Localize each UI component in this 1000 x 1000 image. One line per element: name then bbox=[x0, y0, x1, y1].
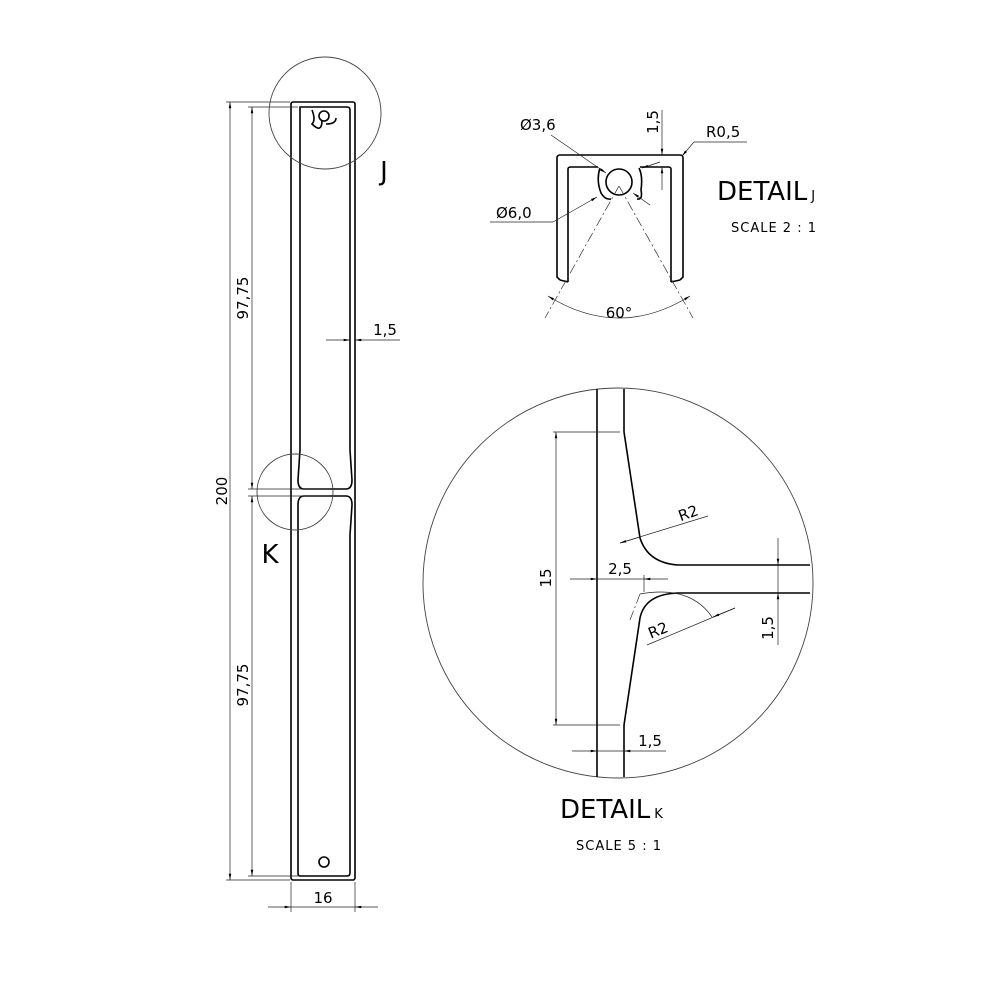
top-hole bbox=[318, 110, 330, 122]
detail-k-boundary bbox=[422, 387, 814, 779]
detail-j-scale: SCALE 2 : 1 bbox=[731, 221, 817, 236]
dim-angle: 60° bbox=[606, 304, 633, 322]
main-view: 200 97,75 97,75 16 1,5 J K bbox=[213, 56, 400, 912]
dim-gap: 2,5 bbox=[608, 560, 632, 578]
detail-j-outer-arc bbox=[597, 167, 643, 200]
detail-j-outer-profile bbox=[556, 154, 684, 281]
detail-k-scale: SCALE 5 : 1 bbox=[576, 839, 662, 854]
dim-dia-inner: Ø3,6 bbox=[520, 116, 556, 134]
top-slot bbox=[310, 109, 337, 129]
dim-half-length-bottom: 97,75 bbox=[234, 664, 252, 707]
dim-wall-k: 1,5 bbox=[638, 732, 662, 750]
detail-j-circle bbox=[268, 56, 382, 170]
dim-radius-top: R2 bbox=[676, 501, 701, 525]
dim-wall: 1,5 bbox=[373, 321, 397, 339]
upper-cavity bbox=[297, 106, 353, 490]
dim-web: 1,5 bbox=[759, 616, 777, 640]
upper-fillet-profile bbox=[623, 431, 810, 566]
dim-thickness: 1,5 bbox=[644, 110, 662, 134]
dim-height: 15 bbox=[537, 568, 555, 587]
dim-half-length-top: 97,75 bbox=[234, 277, 252, 320]
bottom-hole bbox=[318, 856, 330, 868]
dim-overall-length: 200 bbox=[213, 477, 231, 506]
detail-j-label: J bbox=[378, 157, 388, 187]
lower-fillet-profile bbox=[623, 592, 810, 726]
detail-k-label: K bbox=[261, 540, 279, 570]
dim-radius-bottom: R2 bbox=[645, 618, 670, 642]
dim-width: 16 bbox=[313, 889, 332, 907]
dim-radius: R0,5 bbox=[706, 123, 740, 141]
dim-dia-outer: Ø6,0 bbox=[496, 204, 532, 222]
part-outline bbox=[290, 101, 356, 881]
detail-k-circle bbox=[256, 453, 334, 531]
detail-j-inner-profile bbox=[567, 166, 672, 282]
detail-j-inner-hole bbox=[605, 168, 633, 196]
lower-cavity bbox=[297, 495, 353, 877]
